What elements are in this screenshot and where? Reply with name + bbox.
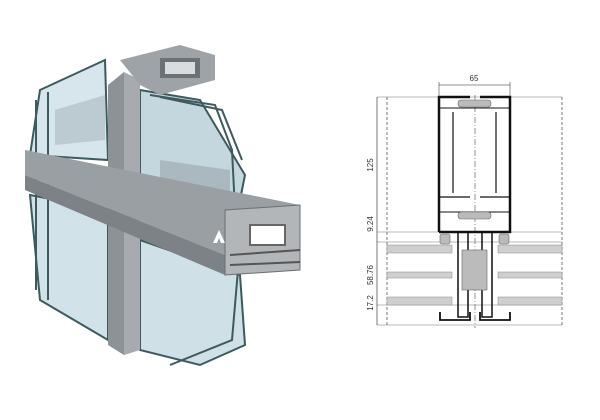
dim-label-9-24: 9.24 [366, 216, 375, 232]
section-drawing [376, 82, 563, 328]
dim-label-125: 125 [366, 158, 375, 172]
brand-logo [213, 230, 225, 243]
dim-width-label: 65 [470, 74, 479, 83]
dim-label-17-2: 17.2 [366, 295, 375, 311]
curtain-wall-render [25, 45, 301, 367]
dim-label-58-76: 58.76 [366, 264, 375, 285]
glass-layers [386, 244, 563, 306]
